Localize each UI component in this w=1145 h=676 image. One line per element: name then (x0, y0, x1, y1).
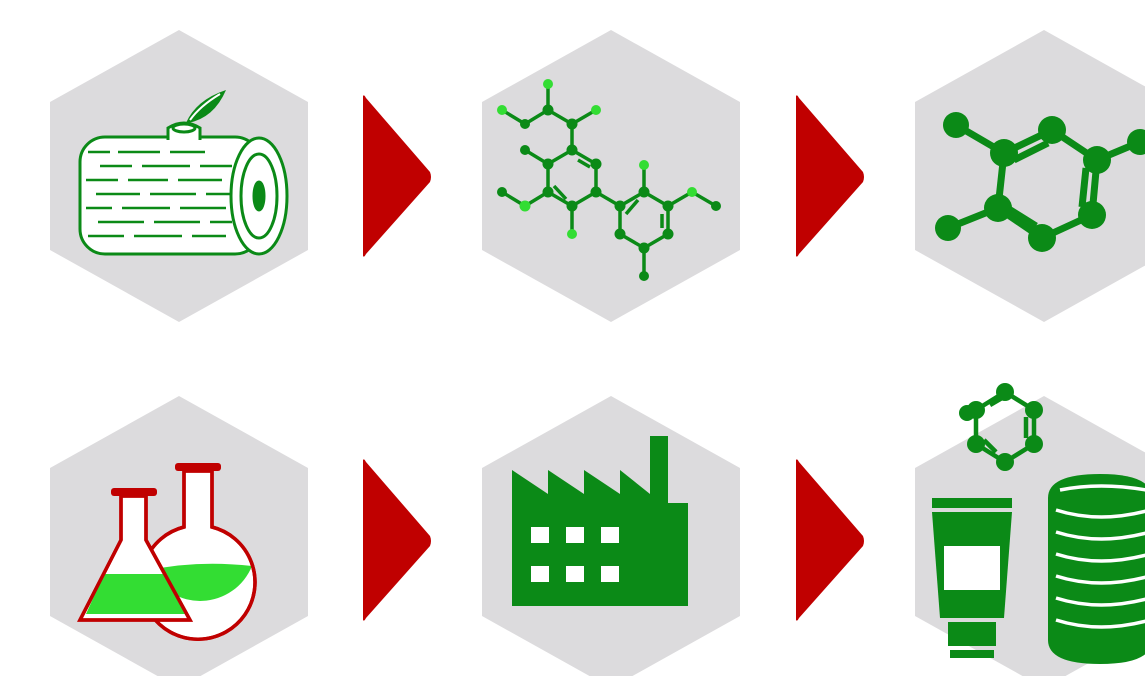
log-with-sprout-icon (78, 90, 289, 256)
step-industrial-production (482, 396, 740, 676)
simple-molecule-icon (935, 112, 1145, 252)
hexagon-tile (482, 30, 740, 322)
cosmetic-tube-icon (932, 498, 1012, 658)
flow-row-1 (50, 30, 1145, 322)
factory-icon (512, 436, 688, 606)
right-arrow-icon (363, 459, 431, 621)
right-arrow-icon (796, 459, 864, 621)
step-simple-molecule (915, 30, 1145, 322)
benzene-ring-icon (959, 383, 1043, 471)
lab-flasks-icon (77, 463, 257, 641)
products-tube-and-container-icon (932, 383, 1145, 664)
stacked-container-icon (1048, 474, 1145, 664)
flow-row-2 (50, 383, 1145, 676)
right-arrow-icon (796, 95, 864, 257)
step-lab-research (50, 396, 308, 676)
complex-molecule-icon (497, 79, 721, 281)
hexagon-tile (915, 30, 1145, 322)
step-final-products (915, 383, 1145, 676)
step-raw-wood (50, 30, 308, 322)
right-arrow-icon (363, 95, 431, 257)
step-complex-molecule (482, 30, 740, 322)
